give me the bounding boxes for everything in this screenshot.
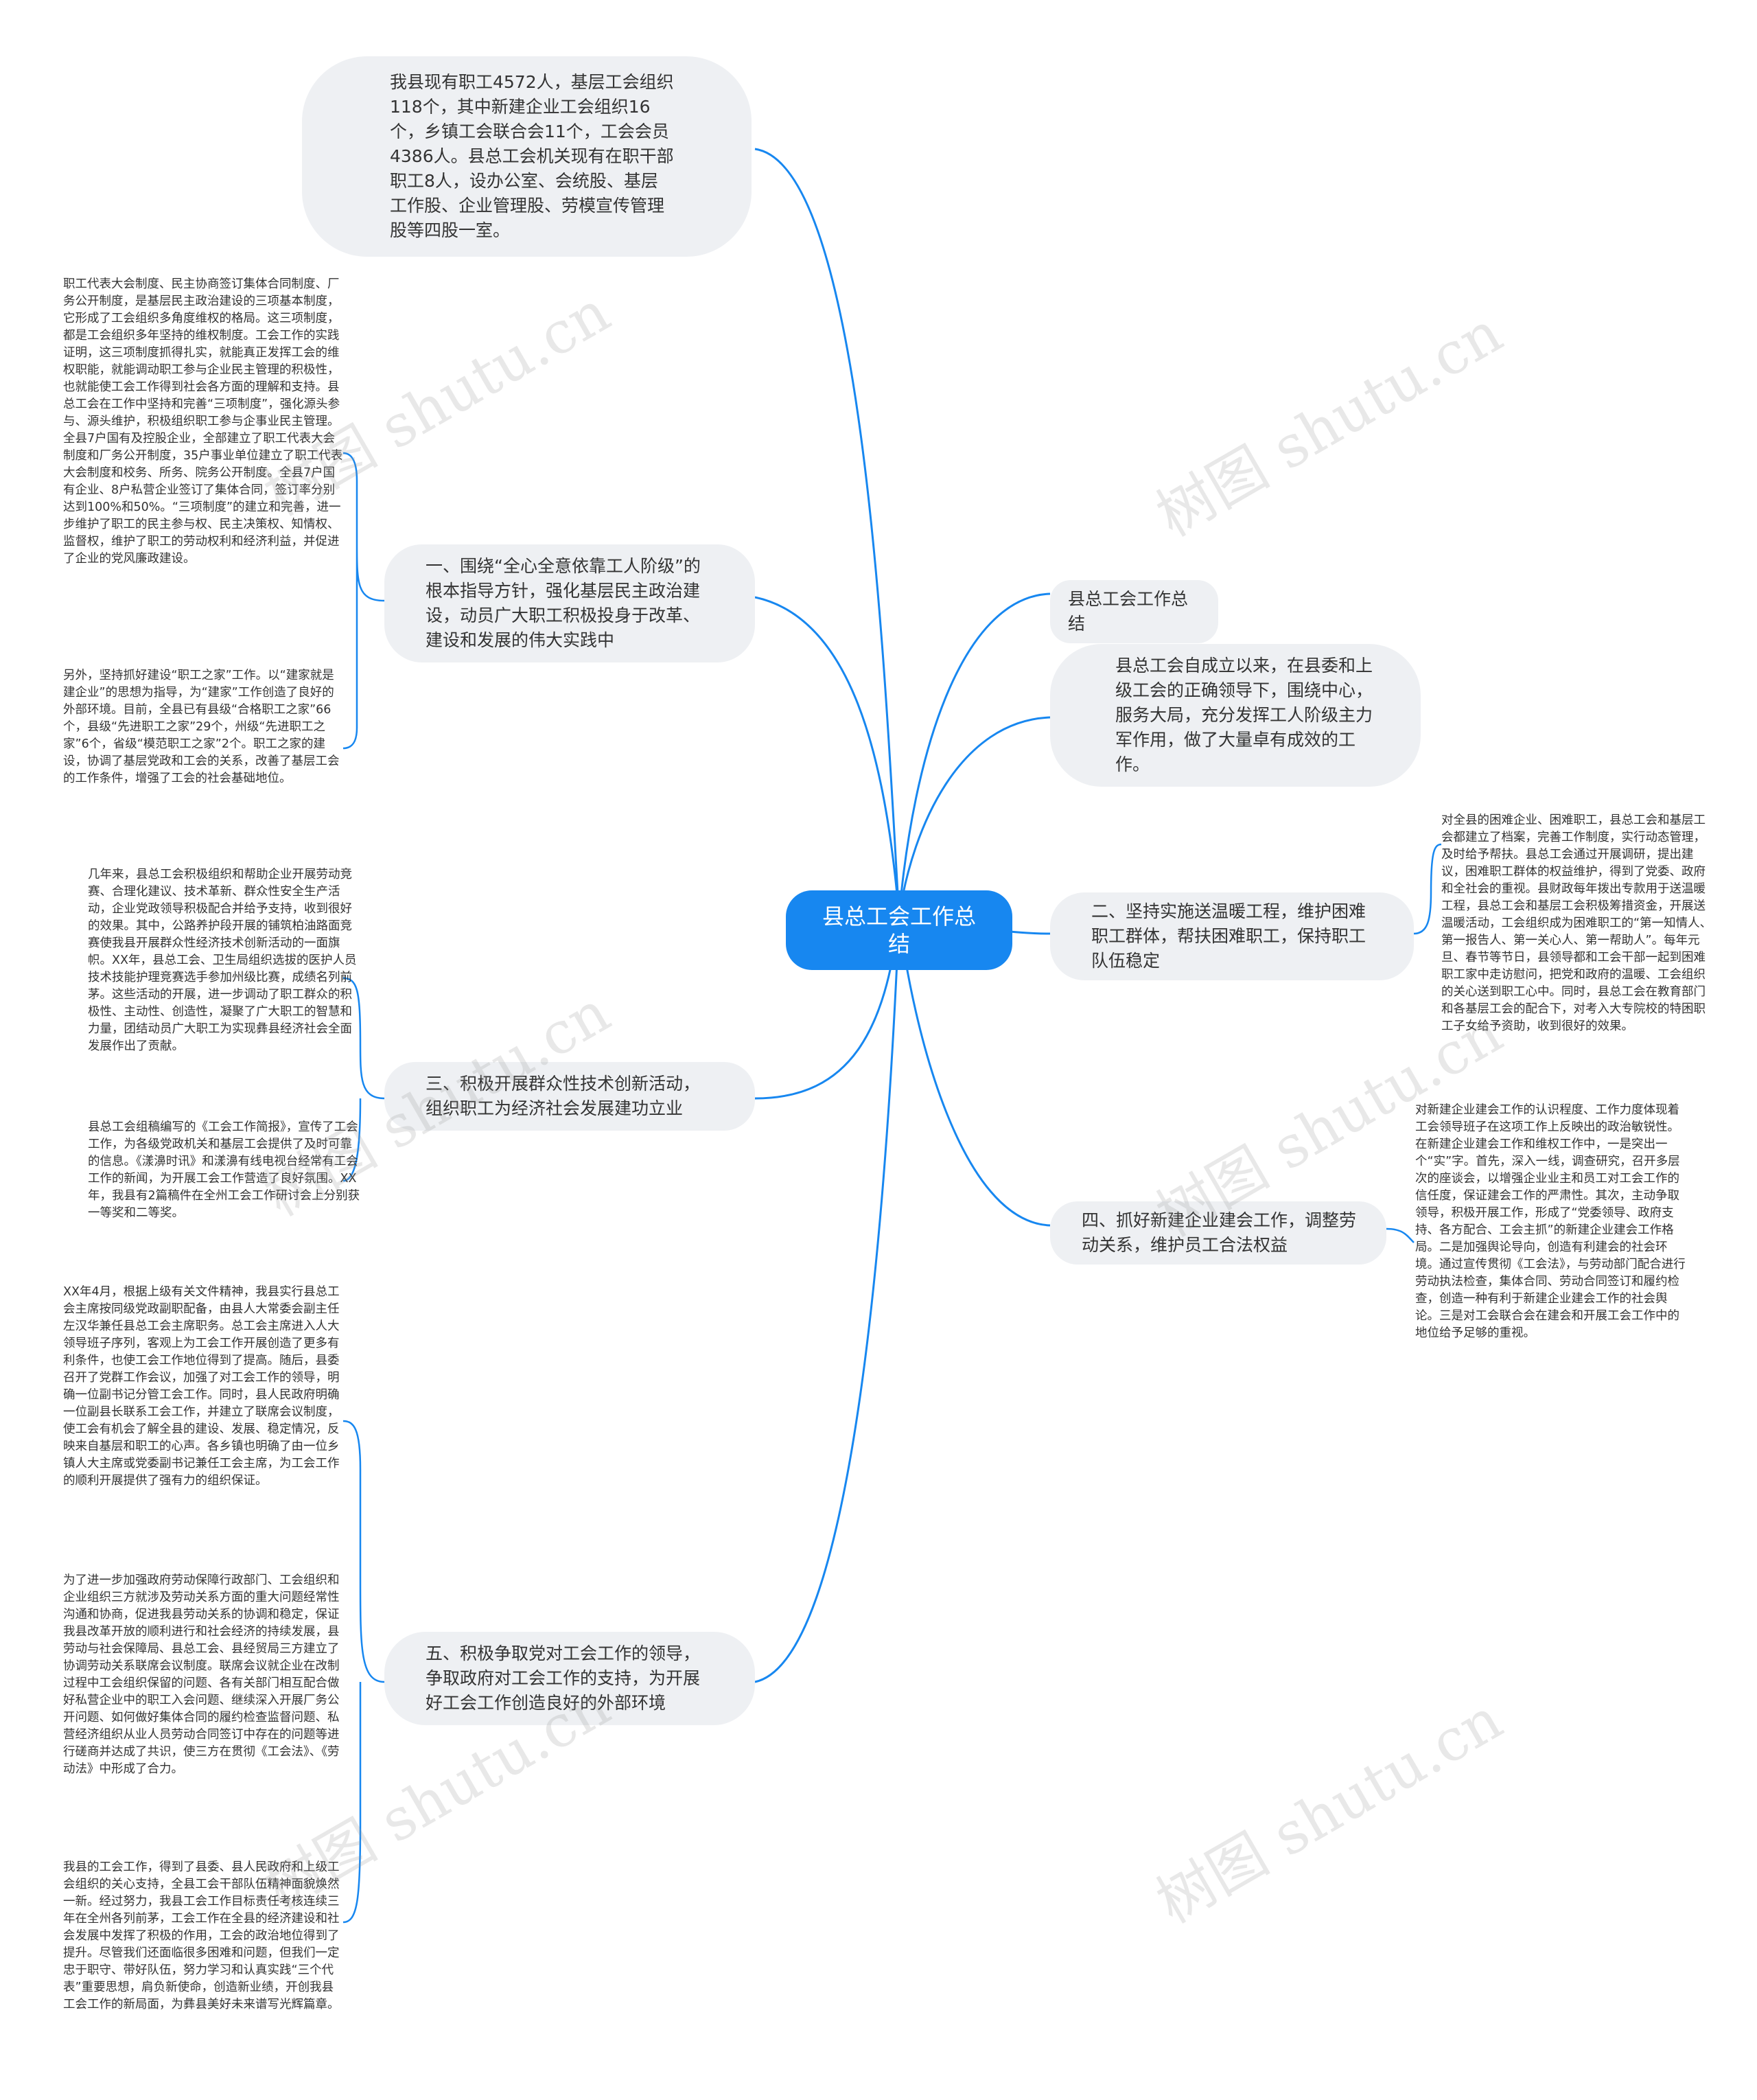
topic-staff-overview[interactable]: 我县现有职工4572人，基层工会组织118个，其中新建企业工会组织16个，乡镇工… [302,56,752,257]
topic-title[interactable]: 县总工会工作总结 [1050,580,1218,643]
bracket-b2 [1413,843,1442,935]
branch-5-detail-1: XX年4月，根据上级有关文件精神，我县实行县总工会主席按同级党政副职配备，由县人… [63,1285,340,1488]
branch-3[interactable]: 三、积极开展群众性技术创新活动，组织职工为经济社会发展建功立业 [384,1062,755,1131]
branch-4[interactable]: 四、抓好新建企业建会工作，调整劳动关系，维护员工合法权益 [1050,1201,1386,1265]
link-root-b1 [754,596,900,917]
link-root-top [754,148,900,917]
branch-2-detail: 对全县的困难企业、困难职工，县总工会和基层工会都建立了档案，完善工作制度，实行动… [1441,814,1712,1033]
bracket-b3 [342,977,385,1182]
link-root-b5 [754,916,900,1683]
branch-1-detail-2: 另外，坚持抓好建设“职工之家”工作。以“建家就是建企业”的思想为指导，为“建家”… [63,669,340,785]
topic-intro[interactable]: 县总工会自成立以来，在县委和上级工会的正确领导下，围绕中心，服务大局，充分发挥工… [1050,644,1421,787]
branch-5-detail-2: 为了进一步加强政府劳动保障行政部门、工会组织和企业组织三方就涉及劳动关系方面的重… [63,1573,340,1776]
branch-5[interactable]: 五、积极争取党对工会工作的领导，争取政府对工会工作的支持，为开展好工会工作创造良… [384,1632,755,1725]
bracket-b1 [342,452,385,750]
branch-3-detail-2: 县总工会组稿编写的《工会工作简报》，宣传了工会工作，为各级党政机关和基层工会提供… [88,1120,360,1220]
link-root-title [898,592,1051,917]
root-topic[interactable]: 县总工会工作总结 [786,890,1012,970]
branch-1-detail-1: 职工代表大会制度、民主协商签订集体合同制度、厂务公开制度，是基层民主政治建设的三… [63,277,343,566]
branch-5-detail-3: 我县的工会工作，得到了县委、县人民政府和上级工会组织的关心支持，全县工会干部队伍… [63,1860,340,2011]
branch-3-detail-1: 几年来，县总工会积极组织和帮助企业开展劳动竞赛、合理化建议、技术革新、群众性安全… [88,868,357,1053]
branch-1[interactable]: 一、围绕“全心全意依靠工人阶级”的根本指导方针，强化基层民主政治建设，动员广大职… [384,544,755,662]
branch-2[interactable]: 二、坚持实施送温暖工程，维护困难职工群体，帮扶困难职工，保持职工队伍稳定 [1050,892,1414,980]
link-root-intro [898,716,1051,917]
bracket-b4 [1386,1227,1415,1243]
branch-4-detail: 对新建企业建会工作的认识程度、工作力度体现着工会领导班子在这项工作上反映出的政治… [1415,1103,1686,1340]
bracket-b5 [342,1420,385,1924]
